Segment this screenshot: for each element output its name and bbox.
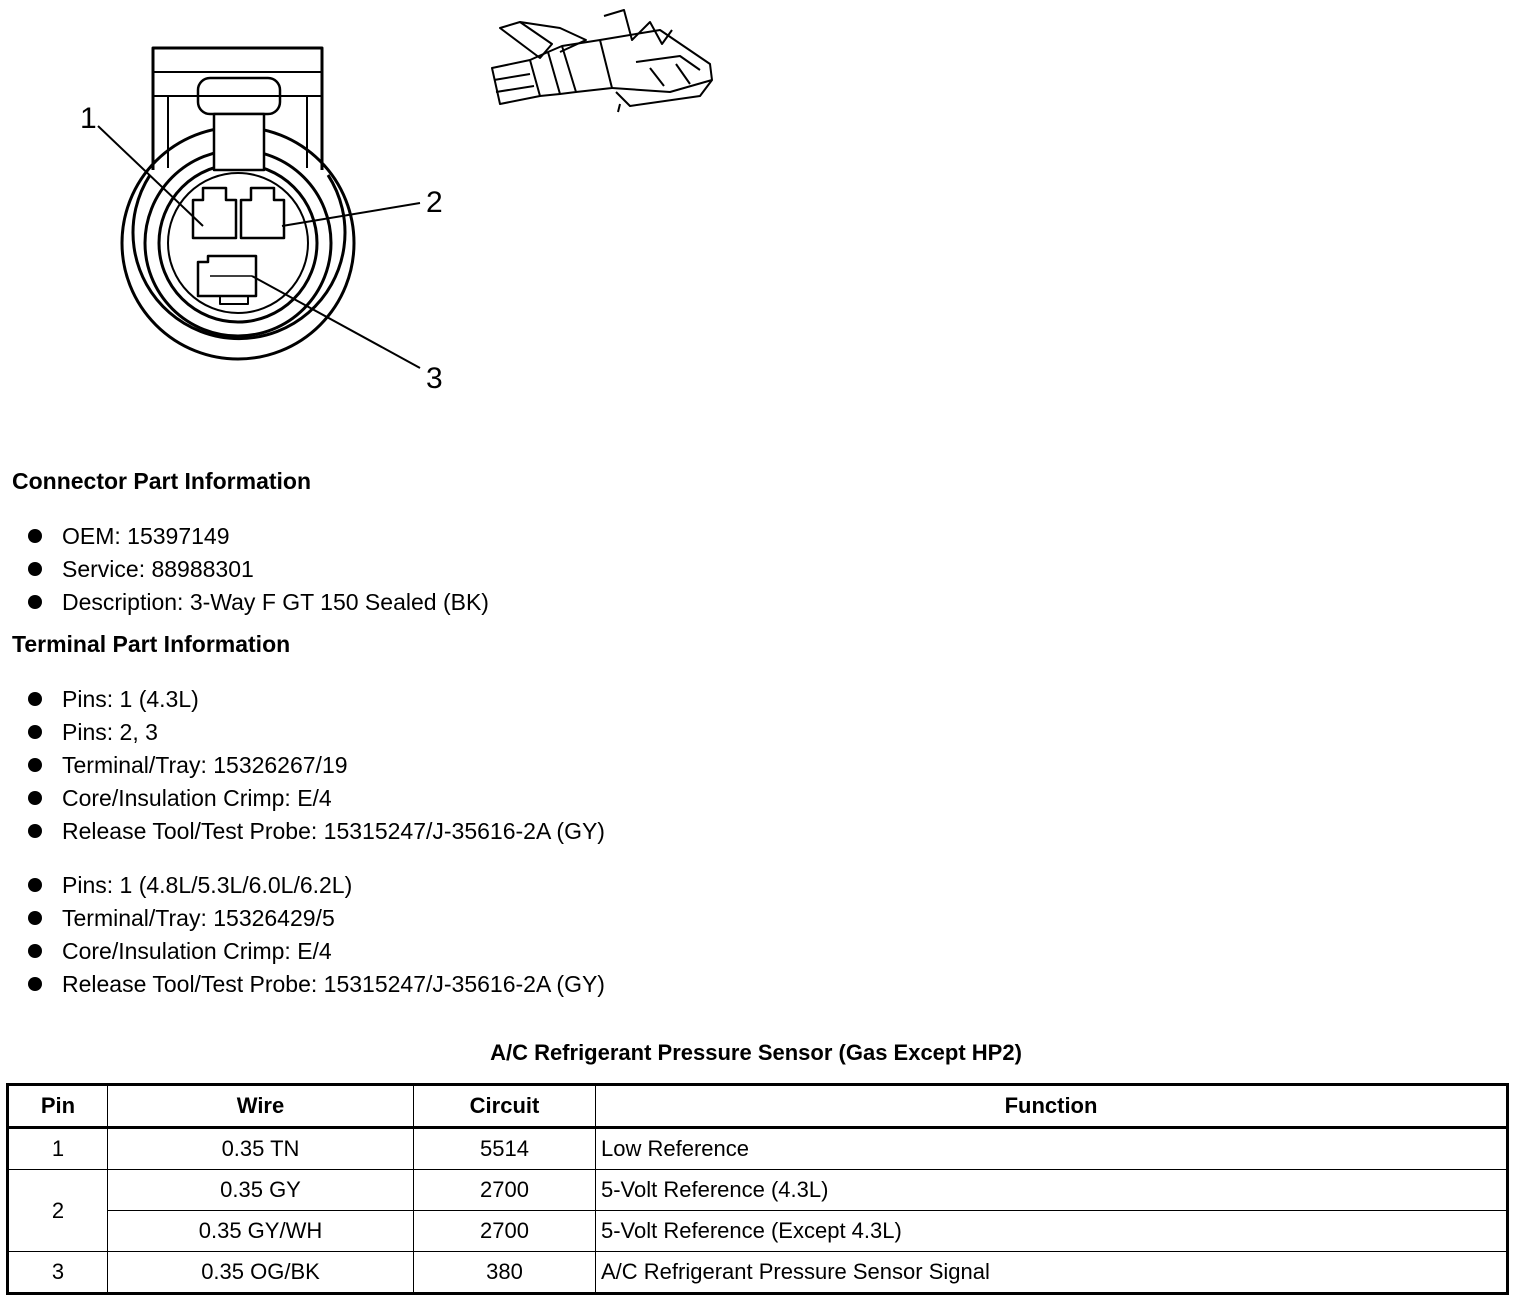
connector-part-info-list: OEM: 15397149 Service: 88988301 Descript… bbox=[28, 520, 489, 619]
cell-pin: 3 bbox=[7, 1251, 108, 1294]
list-item: Core/Insulation Crimp: E/4 bbox=[28, 935, 605, 968]
cell-circuit: 380 bbox=[413, 1251, 596, 1294]
cell-circuit: 5514 bbox=[413, 1127, 596, 1170]
list-item: Release Tool/Test Probe: 15315247/J-3561… bbox=[28, 815, 605, 848]
table-row: 1 0.35 TN 5514 Low Reference bbox=[7, 1127, 1508, 1170]
list-item: Description: 3-Way F GT 150 Sealed (BK) bbox=[28, 586, 489, 619]
callout-1: 1 bbox=[80, 102, 97, 135]
cell-wire: 0.35 GY bbox=[107, 1169, 414, 1211]
header-circuit: Circuit bbox=[413, 1084, 596, 1129]
cell-circuit: 2700 bbox=[413, 1169, 596, 1211]
table-row: 2 0.35 GY 2700 5-Volt Reference (4.3L) bbox=[7, 1169, 1508, 1252]
connector-part-info-title: Connector Part Information bbox=[12, 468, 312, 494]
table-row: 0.35 GY/WH 2700 5-Volt Reference (Except… bbox=[8, 1210, 1508, 1252]
connector-diagram: 1 2 3 bbox=[80, 9, 713, 395]
cell-wire: 0.35 GY/WH bbox=[107, 1210, 414, 1252]
header-wire: Wire bbox=[107, 1084, 414, 1129]
list-item: Pins: 2, 3 bbox=[28, 716, 605, 749]
pin-table-title: A/C Refrigerant Pressure Sensor (Gas Exc… bbox=[490, 1040, 1022, 1065]
connector-face bbox=[120, 46, 356, 361]
cell-pin: 1 bbox=[7, 1127, 108, 1170]
list-item: Terminal/Tray: 15326429/5 bbox=[28, 902, 605, 935]
header-pin: Pin bbox=[7, 1084, 108, 1129]
callout-3: 3 bbox=[426, 362, 443, 395]
cell-function: Low Reference bbox=[595, 1127, 1508, 1170]
header-function: Function bbox=[595, 1084, 1508, 1129]
table-row: 3 0.35 OG/BK 380 A/C Refrigerant Pressur… bbox=[7, 1251, 1508, 1294]
pin-table: Pin Wire Circuit Function 1 0.35 TN 5514… bbox=[6, 1083, 1509, 1295]
cell-function: 5-Volt Reference (Except 4.3L) bbox=[595, 1210, 1508, 1252]
table-header-row: Pin Wire Circuit Function bbox=[7, 1084, 1508, 1129]
cell-circuit: 2700 bbox=[413, 1210, 596, 1252]
list-item: Pins: 1 (4.8L/5.3L/6.0L/6.2L) bbox=[28, 869, 605, 902]
list-item: OEM: 15397149 bbox=[28, 520, 489, 553]
list-item: Release Tool/Test Probe: 15315247/J-3561… bbox=[28, 968, 605, 1001]
list-item: Pins: 1 (4.3L) bbox=[28, 683, 605, 716]
cell-wire: 0.35 TN bbox=[107, 1127, 414, 1170]
cell-wire: 0.35 OG/BK bbox=[107, 1251, 414, 1294]
terminal-part-info-group-1: Pins: 1 (4.3L) Pins: 2, 3 Terminal/Tray:… bbox=[28, 683, 605, 848]
terminal-part-info-title: Terminal Part Information bbox=[12, 631, 291, 657]
callout-2: 2 bbox=[426, 186, 443, 219]
callout-leaders bbox=[97, 125, 421, 369]
terminal-illustration bbox=[491, 9, 713, 113]
list-item: Core/Insulation Crimp: E/4 bbox=[28, 782, 605, 815]
terminal-part-info-group-2: Pins: 1 (4.8L/5.3L/6.0L/6.2L) Terminal/T… bbox=[28, 869, 605, 1001]
list-item: Terminal/Tray: 15326267/19 bbox=[28, 749, 605, 782]
cell-function: 5-Volt Reference (4.3L) bbox=[595, 1169, 1508, 1211]
cell-function: A/C Refrigerant Pressure Sensor Signal bbox=[595, 1251, 1508, 1294]
cell-pin: 2 bbox=[7, 1169, 108, 1252]
list-item: Service: 88988301 bbox=[28, 553, 489, 586]
